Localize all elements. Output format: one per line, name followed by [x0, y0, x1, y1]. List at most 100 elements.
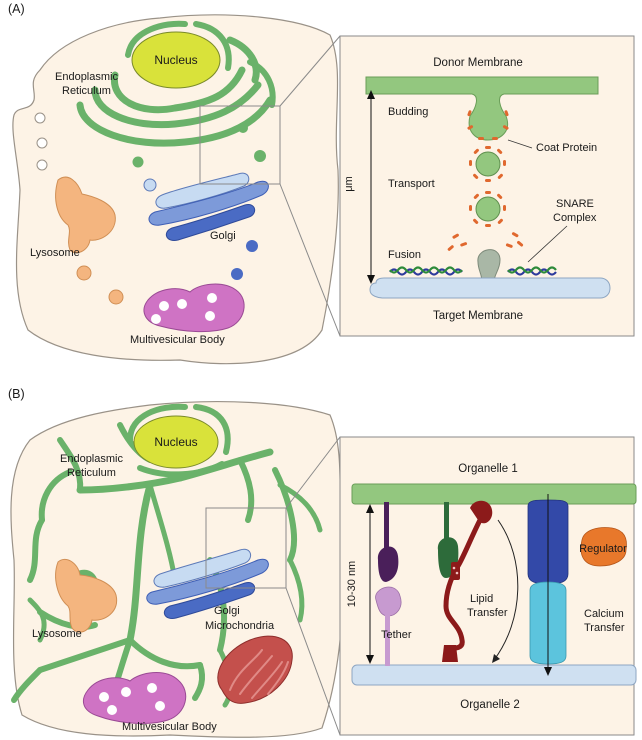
mvb-intraluminal-vesicle: [177, 299, 187, 309]
vesicle-a: [36, 137, 48, 149]
target-membrane: [369, 277, 611, 299]
nuclear-envelope-b: [137, 461, 225, 478]
regulator: [580, 527, 627, 567]
nucleus-label-b: Nucleus: [154, 435, 197, 449]
inset-b: [339, 436, 635, 736]
golgi-vesicle-a: [143, 178, 157, 192]
scale-arrowhead: [366, 504, 374, 513]
golgi-label-a: Golgi: [210, 230, 236, 242]
calcium-label-1: Calcium: [584, 608, 624, 620]
nucleus-b: [133, 415, 219, 469]
mitochondrion: [217, 635, 293, 704]
cell-a: [12, 14, 339, 365]
transport-label: Transport: [388, 178, 435, 190]
tether-protein: [375, 502, 402, 666]
er-vesicle-a: [132, 156, 144, 168]
donor-membrane: [365, 76, 599, 141]
zoom-line-b: [285, 587, 341, 736]
scale-label-a: μm: [343, 176, 355, 192]
zoom-line-b: [285, 436, 341, 509]
scale-arrowhead: [366, 655, 374, 664]
mvb-label-a: Multivesicular Body: [130, 334, 225, 346]
golgi-a-cisterna-2: [148, 180, 269, 226]
golgi-b-cisterna-3: [163, 582, 256, 620]
mvb-intraluminal-vesicle: [155, 701, 165, 711]
vesicle-a: [36, 159, 48, 171]
golgi-a-cisterna-1: [155, 172, 250, 209]
mvb-intraluminal-vesicle: [207, 293, 217, 303]
golgi-b-cisterna-1: [153, 548, 252, 588]
er-network-b: [11, 422, 323, 708]
er-label-a-1: Endoplasmic: [55, 71, 118, 83]
target-membrane-label: Target Membrane: [433, 310, 523, 322]
lysosome-vesicle-a: [76, 265, 92, 281]
snare-label-1: SNARE: [556, 198, 594, 210]
nuclear-envelope-a: [125, 20, 188, 58]
zoom-line-a: [279, 35, 341, 107]
tether-label: Tether: [381, 629, 412, 641]
fusion-label: Fusion: [388, 249, 421, 261]
released-coat: [447, 232, 524, 251]
regulator-label: Regulator: [579, 543, 627, 555]
lipid-arrowhead: [492, 654, 500, 663]
mvb-intraluminal-vesicle: [147, 683, 157, 693]
zoom-region-b: [205, 507, 287, 589]
nucleus-label-a: Nucleus: [154, 53, 197, 67]
mvb-a: [143, 283, 245, 333]
golgi-vesicle-a: [231, 268, 243, 280]
lipid-transfer-arrow: [493, 519, 519, 661]
lipid-label-1: Lipid: [470, 593, 493, 605]
coated-vesicle: [469, 191, 506, 227]
golgi-vesicle-a: [246, 240, 258, 252]
snare-complex: [389, 266, 557, 276]
snare-leader: [527, 225, 568, 263]
organelle1-label: Organelle 1: [458, 463, 517, 475]
lipid-transfer-protein: [437, 500, 493, 662]
nuclear-envelope-b: [127, 403, 188, 443]
donor-membrane-label: Donor Membrane: [433, 57, 522, 69]
er-a: [76, 36, 276, 147]
lysosome-a: [55, 176, 116, 254]
budding-label: Budding: [388, 106, 428, 118]
golgi-b-cisterna-2: [146, 558, 269, 605]
zoom-line-a: [279, 183, 341, 337]
calcium-label-2: Transfer: [584, 622, 625, 634]
golgi-label-b: Golgi: [214, 605, 240, 617]
mito-label: Microchondria: [205, 620, 275, 632]
nucleus-a: [131, 31, 221, 89]
scale-label-b: 10-30 nm: [346, 561, 358, 607]
scale-arrowhead: [367, 275, 375, 284]
mvb-intraluminal-vesicle: [107, 705, 117, 715]
scale-arrowhead: [367, 90, 375, 99]
golgi-a-cisterna-3: [165, 204, 256, 242]
lysosome-label-b: Lysosome: [32, 628, 82, 640]
bud-coat: [467, 110, 509, 140]
coat-protein-leader: [507, 139, 533, 149]
snare-label-2: Complex: [553, 212, 597, 224]
mvb-intraluminal-vesicle: [159, 301, 169, 311]
er-label-a-2: Reticulum: [62, 85, 111, 97]
organelle2-membrane: [351, 664, 637, 686]
organelle1-membrane: [351, 483, 637, 505]
nuclear-envelope-b: [193, 404, 231, 455]
mvb-intraluminal-vesicle: [205, 311, 215, 321]
er-vesicle-a: [238, 123, 248, 133]
er-label-b-1: Endoplasmic: [60, 453, 123, 465]
calcium-transfer-channel: [527, 494, 569, 676]
er-label-b-2: Reticulum: [67, 467, 116, 479]
lipid-label-2: Transfer: [467, 607, 508, 619]
mvb-intraluminal-vesicle: [121, 687, 131, 697]
mvb-intraluminal-vesicle: [99, 692, 109, 702]
panel-b-label: (B): [8, 387, 25, 401]
mvb-label-b: Multivesicular Body: [122, 721, 217, 733]
lysosome-label-a: Lysosome: [30, 247, 80, 259]
lysosome-b: [55, 558, 118, 633]
nuclear-envelope-a: [193, 21, 232, 71]
panel-a-label: (A): [8, 2, 25, 16]
vesicle-a: [34, 112, 46, 124]
mvb-intraluminal-vesicle: [151, 314, 161, 324]
coat-protein-label: Coat Protein: [536, 142, 597, 154]
coated-vesicle: [469, 146, 506, 182]
organelle2-label: Organelle 2: [460, 699, 519, 711]
